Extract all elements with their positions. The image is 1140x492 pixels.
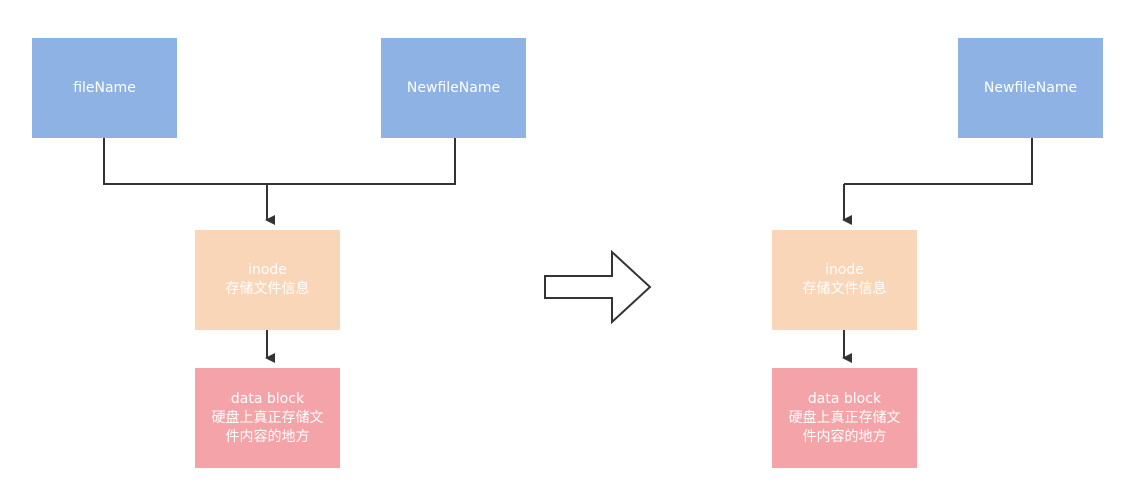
inode-label-after: inode 存储文件信息 xyxy=(802,262,887,297)
data-block-node-after: data block 硬盘上真正存储文 件内容的地方 xyxy=(772,368,917,468)
inode-node-after: inode 存储文件信息 xyxy=(772,230,917,330)
filename-label: fileName xyxy=(73,79,136,96)
connector-filename-to-inode xyxy=(103,138,267,185)
new-filename-label-after: NewfileName xyxy=(983,79,1078,96)
data-block-label: data block 硬盘上真正存储文 件内容的地方 xyxy=(211,390,324,445)
inode-node: inode 存储文件信息 xyxy=(195,230,340,330)
data-block-node: data block 硬盘上真正存储文 件内容的地方 xyxy=(195,368,340,468)
new-filename-node: NewfileName xyxy=(381,38,526,138)
connector-newfilename-to-inode xyxy=(267,138,456,185)
connector-newfilename-to-inode-right xyxy=(844,138,1033,185)
transition-arrow-icon xyxy=(544,249,652,325)
inode-label: inode 存储文件信息 xyxy=(225,262,310,297)
data-block-label-after: data block 硬盘上真正存储文 件内容的地方 xyxy=(788,390,901,445)
new-filename-node-after: NewfileName xyxy=(958,38,1103,138)
new-filename-label: NewfileName xyxy=(406,79,501,96)
filename-node: fileName xyxy=(32,38,177,138)
